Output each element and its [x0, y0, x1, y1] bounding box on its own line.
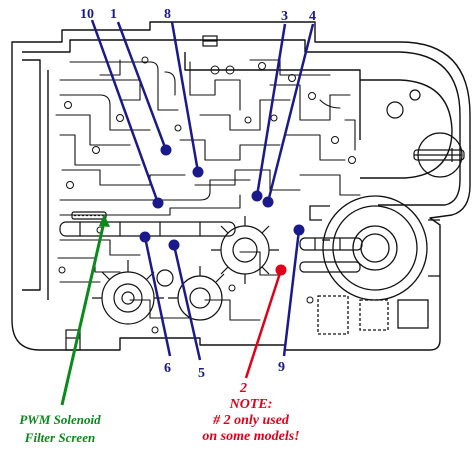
callout-leader-1	[116, 21, 168, 151]
filter-leader	[60, 214, 110, 406]
callout-label-1: 1	[110, 7, 117, 22]
callout-label-2: 2	[239, 381, 247, 396]
note-line-2: on some models!	[202, 429, 299, 444]
callout-leader-9	[282, 229, 301, 357]
callout-label-5: 5	[198, 366, 205, 381]
valve-body-outline	[11, 21, 471, 351]
callout-leader-10	[90, 19, 160, 204]
callout-dot-4	[262, 196, 274, 208]
callout-label-10: 10	[80, 7, 94, 22]
callout-leader-6	[143, 236, 172, 357]
callout-leader-3	[255, 23, 287, 197]
filter-label-line-1: PWM Solenoid	[19, 412, 101, 427]
callout-dot-10	[152, 197, 164, 209]
callout-dot-5	[168, 239, 180, 251]
center-gear	[211, 216, 279, 284]
callout-label-8: 8	[164, 7, 171, 22]
callout-label-6: 6	[164, 361, 171, 376]
callout-dot-8	[192, 166, 204, 178]
filter-label-line-2: Filter Screen	[24, 430, 95, 445]
callout-label-3: 3	[281, 9, 288, 24]
callout-leader-8	[170, 21, 200, 173]
callout-dot-2	[275, 264, 287, 276]
callout-leader-5	[172, 244, 202, 361]
upper-right-boss	[386, 89, 465, 178]
callout-labels: 10 1 8 3 4 6 5 9 2	[80, 7, 316, 396]
note-heading: NOTE:	[229, 397, 273, 412]
filter-label: PWM Solenoid Filter Screen	[19, 412, 101, 445]
callout-leader-4	[266, 23, 315, 203]
callout-label-9: 9	[278, 360, 285, 375]
callout-dot-1	[160, 144, 172, 156]
callout-dot-3	[251, 190, 263, 202]
note-block: NOTE: # 2 only used on some models!	[202, 397, 299, 444]
right-accumulator	[309, 195, 440, 335]
fluid-passages	[55, 59, 361, 321]
callout-dot-9	[293, 224, 305, 236]
callout-leader-2	[244, 269, 283, 379]
callout-markers	[90, 19, 315, 379]
note-line-1: # 2 only used	[212, 413, 290, 428]
callout-dot-6	[139, 231, 151, 243]
left-gear-assembly	[92, 260, 225, 325]
port-holes	[58, 56, 356, 334]
callout-label-4: 4	[309, 9, 316, 24]
